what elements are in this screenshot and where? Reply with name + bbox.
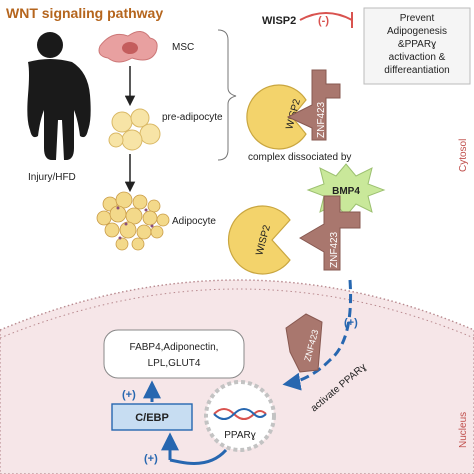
nuclear-membrane-inner	[0, 288, 474, 339]
wisp2-top-label: WISP2	[262, 15, 296, 27]
complex-dissociated-label: complex dissociated by	[248, 152, 351, 163]
prevent-line-1: Prevent	[400, 13, 435, 24]
human-silhouette-icon	[27, 32, 91, 160]
adipocyte-cluster-icon	[96, 191, 170, 251]
plus-left: (+)	[122, 389, 136, 401]
znf423-lower	[299, 195, 361, 271]
znf423-complex-label: ZNF423	[316, 101, 327, 138]
injury-label: Injury/HFD	[28, 172, 76, 183]
inhibit-sign: (-)	[318, 15, 329, 27]
prevent-text: Prevent Adipogenesis &PPARɣ activaction …	[384, 13, 449, 76]
adipocyte-nuclei	[116, 206, 154, 240]
wisp2-pacman-lower	[227, 205, 291, 275]
dna-icon	[213, 408, 267, 420]
prevent-line-5: differeantiation	[384, 65, 449, 76]
target-genes-box	[103, 329, 245, 379]
msc-label: MSC	[172, 42, 194, 53]
prevent-line-2: Adipogenesis	[387, 26, 447, 37]
arrow-pparg-to-cebp	[169, 448, 228, 465]
pparg-circle	[204, 380, 276, 452]
pparg-label: PPARɣ	[224, 430, 256, 441]
diagram-title: WNT signaling pathway	[6, 5, 163, 21]
translocation-dashed-path	[282, 279, 353, 391]
msc-cell-icon	[98, 31, 158, 63]
target-genes-line-1: FABP4,Adiponectin,	[130, 342, 219, 353]
adipocyte-label: Adipocyte	[172, 216, 216, 227]
target-genes-line-2: LPL,GLUT4	[148, 358, 201, 369]
bmp4-label: BMP4	[332, 186, 360, 197]
plus-right: (+)	[344, 317, 358, 329]
znf423-upper	[286, 69, 341, 141]
prevent-line-4: activaction &	[389, 52, 446, 63]
nucleus-label: Nucleus	[458, 412, 469, 448]
grouping-brace	[217, 29, 237, 161]
cytosol-label: Cytosol	[458, 139, 469, 172]
pre-adipocyte-label: pre-adipocyte	[162, 112, 223, 123]
cebp-box	[111, 403, 193, 431]
znf423-lower-label: ZNF423	[329, 231, 340, 268]
prevent-line-3: &PPARɣ	[398, 39, 436, 50]
wisp2-pacman-upper	[246, 84, 307, 150]
cebp-label: C/EBP	[135, 412, 169, 424]
plus-bottom: (+)	[144, 453, 158, 465]
prevent-box	[363, 7, 471, 85]
inhibition-line	[299, 12, 353, 21]
znf423-nucleus	[285, 313, 323, 373]
pre-adipocyte-icon	[108, 108, 161, 151]
